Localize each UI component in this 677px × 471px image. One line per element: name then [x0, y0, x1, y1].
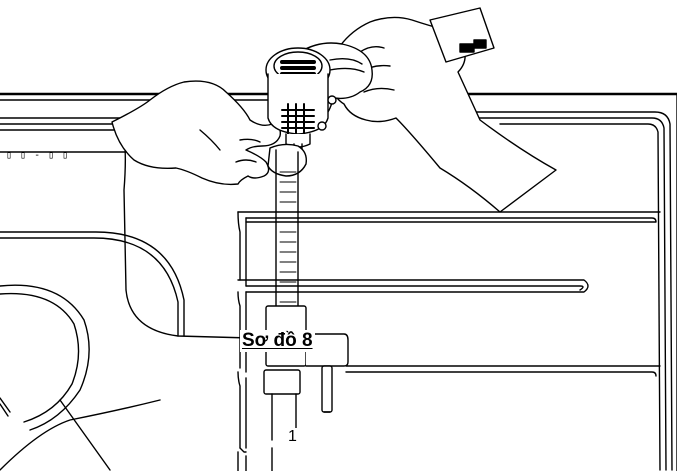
right-hand — [332, 17, 556, 212]
figure-caption: Sơ đồ 8 — [240, 330, 315, 352]
power-plug — [430, 8, 494, 62]
callout-label-1: 1 — [286, 428, 299, 446]
panel-marking: ▯ ▯ - ▯ ▯ — [6, 150, 70, 161]
sink-bowl — [0, 232, 184, 470]
drill — [266, 43, 372, 162]
pipe-assembly — [264, 306, 348, 440]
drain-fitting — [268, 144, 306, 176]
drainboard-frame — [440, 94, 677, 471]
drainboard-ribs — [238, 212, 660, 471]
left-hand — [112, 81, 280, 184]
